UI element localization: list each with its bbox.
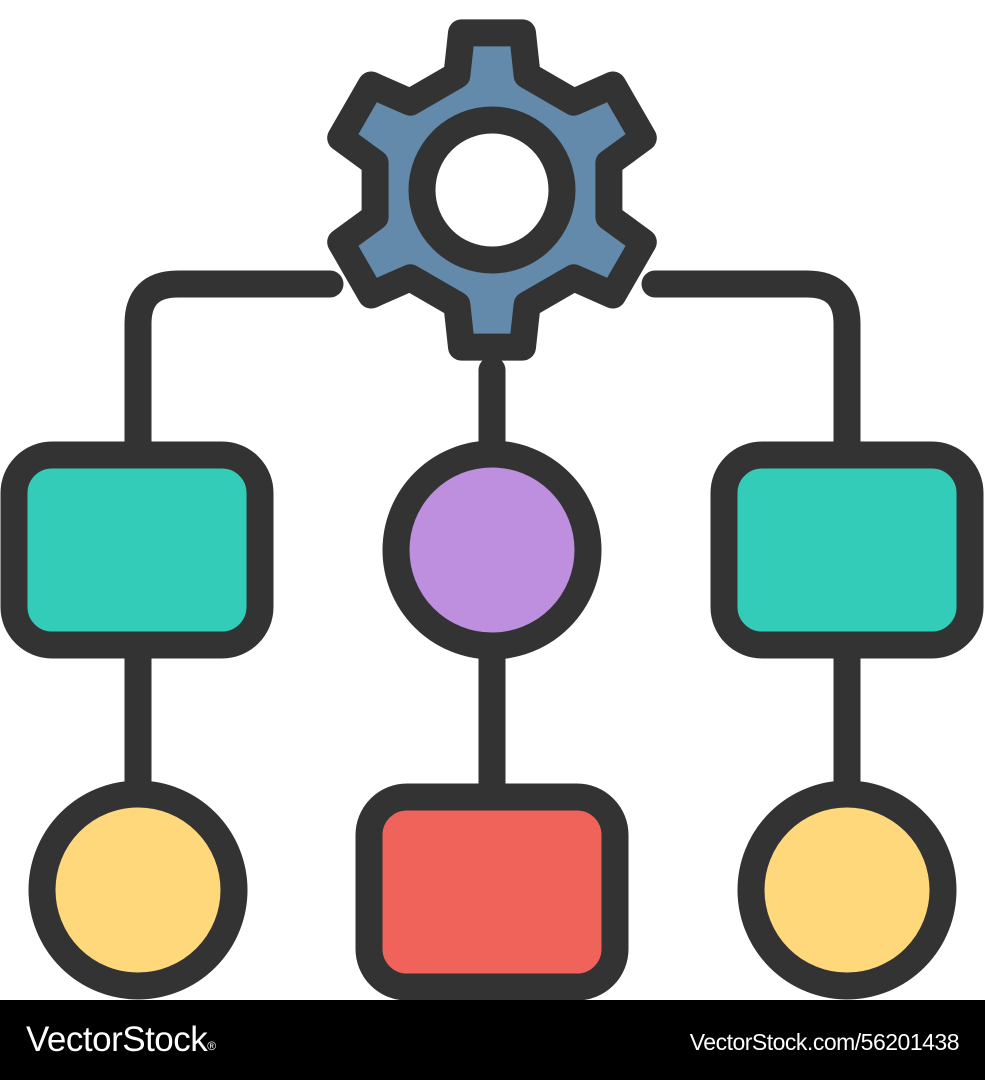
right-rectangle-node [710,441,984,659]
watermark-footer: VectorStock® VectorStock.com/56201438 [0,1000,985,1080]
center-purple-circle-node [382,440,602,660]
bottom-red-rectangle-node [355,783,629,1000]
gear-icon [327,19,657,361]
gear-hole [408,106,576,274]
left-yellow-circle-node [28,780,248,1000]
connector-gear-to-right-rectangle [641,270,861,466]
stock-id-text: VectorStock.com/56201438 [689,1029,960,1055]
brand-registered-mark: ® [207,1039,216,1053]
connector-lines [124,270,861,809]
workflow-hierarchy-diagram [0,19,984,1000]
brand-name: VectorStock [26,1020,208,1059]
left-rectangle-node [0,441,274,659]
right-yellow-circle-node [737,780,957,1000]
connector-gear-to-left-rectangle [124,270,344,466]
brand-logo-text: VectorStock® [26,1018,216,1062]
